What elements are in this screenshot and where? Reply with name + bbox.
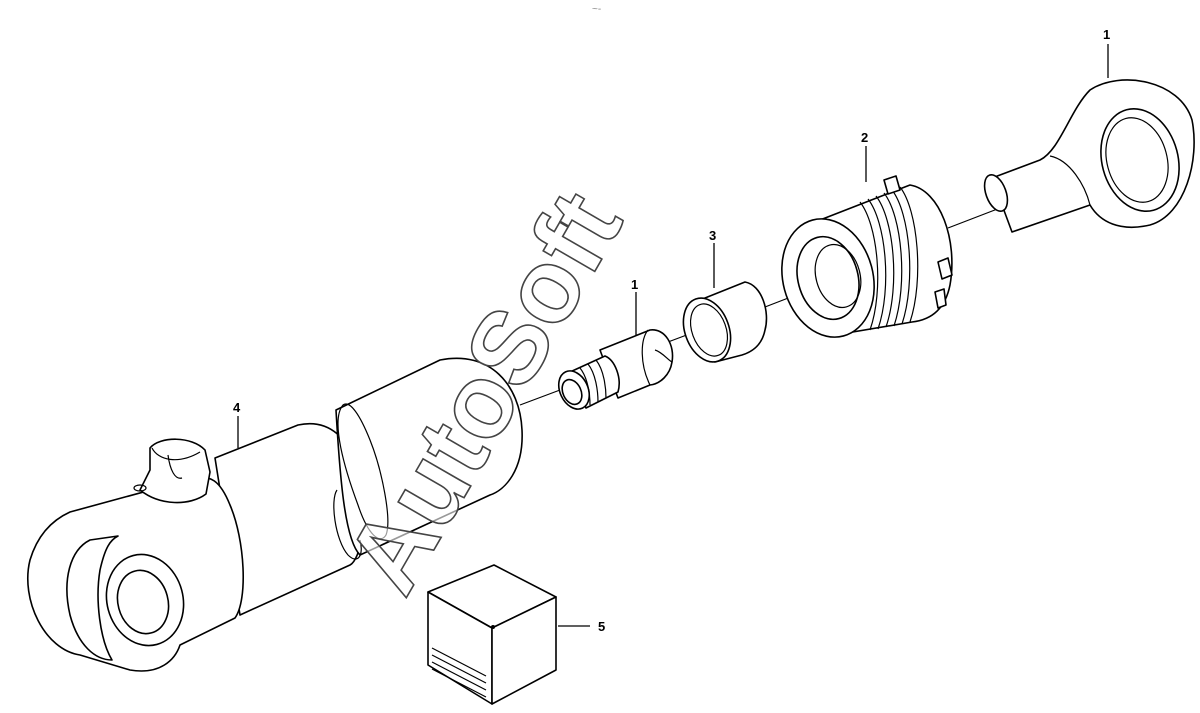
seal-kit-box xyxy=(427,564,557,705)
rod-eye xyxy=(983,79,1195,233)
cylinder-barrel xyxy=(27,357,523,672)
callout-5-kit: 5 xyxy=(598,619,605,634)
piston-rod-stub xyxy=(557,329,674,410)
callouts: 1 2 3 1 4 5 xyxy=(233,27,1110,634)
callout-3-bushing: 3 xyxy=(709,228,716,243)
bushing-sleeve xyxy=(682,281,768,363)
callout-2-gland-nut: 2 xyxy=(861,130,868,145)
box-mark xyxy=(491,625,495,629)
callout-1-piston-rod: 1 xyxy=(631,277,638,292)
leader-lines xyxy=(237,44,1109,627)
gland-nut xyxy=(781,175,953,338)
callout-1-rod-eye: 1 xyxy=(1103,27,1110,42)
callout-4-barrel: 4 xyxy=(233,400,241,415)
top-mark: ~- xyxy=(592,4,601,15)
